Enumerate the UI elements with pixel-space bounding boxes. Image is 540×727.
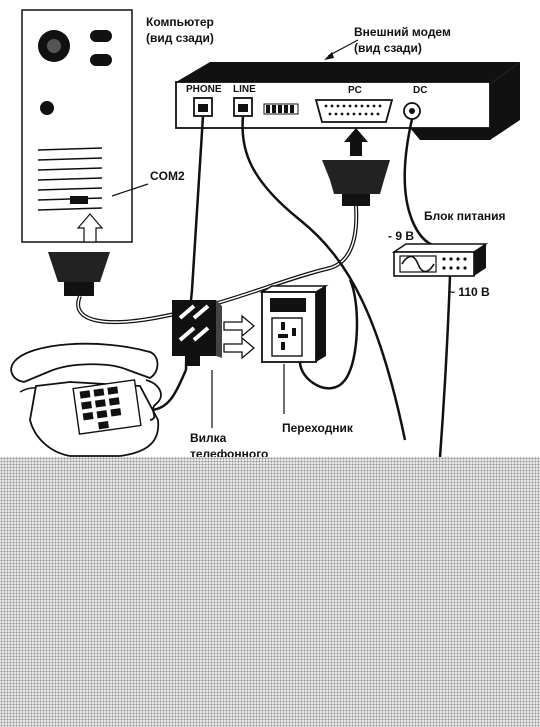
computer-label-line1: Компьютер xyxy=(146,15,214,29)
computer-label-line2: (вид сзади) xyxy=(146,31,214,45)
pc-cable-connector xyxy=(322,160,390,206)
phone-jack-icon xyxy=(193,97,213,117)
plug-arrows xyxy=(223,314,256,360)
voltage-ac-label: ~ 110 В xyxy=(448,285,490,299)
power-switch-icon xyxy=(40,101,54,115)
phone-adapter xyxy=(259,285,329,363)
com2-label: COM2 xyxy=(150,169,185,183)
modem-label-line2: (вид сзади) xyxy=(354,41,422,55)
modem-pointer xyxy=(327,39,359,57)
telephone-icon xyxy=(10,342,162,457)
modem-label-line1: Внешний модем xyxy=(354,25,451,39)
dotted-overlay xyxy=(0,457,540,727)
vent-icon xyxy=(90,30,112,42)
ac-cord xyxy=(438,275,452,458)
dc-jack-icon xyxy=(403,102,421,120)
telephone-cord xyxy=(151,369,188,412)
line-jack-icon xyxy=(233,97,253,117)
computer-rear-panel xyxy=(21,9,133,243)
com2-pointer xyxy=(111,183,149,197)
sine-wave-icon xyxy=(401,255,435,273)
phone-port-label: PHONE xyxy=(186,84,222,95)
pc-arrow xyxy=(344,128,368,156)
dc-port-label: DC xyxy=(413,85,427,96)
voltage-dc-label: - 9 В xyxy=(388,229,414,243)
com2-port xyxy=(70,196,88,204)
pc-port-label: PC xyxy=(348,85,362,96)
power-supply xyxy=(391,243,489,277)
adapter-label: Переходник xyxy=(282,421,354,435)
adapter-cable xyxy=(298,279,359,390)
dip-switch-icon xyxy=(263,103,299,115)
plug-label-line1: Вилка xyxy=(190,431,227,445)
pc-port-icon xyxy=(314,99,394,123)
power-supply-label: Блок питания xyxy=(424,209,506,223)
external-modem xyxy=(175,62,520,140)
com2-arrow xyxy=(76,213,104,243)
line-port-label: LINE xyxy=(233,84,256,95)
phone-plug xyxy=(172,300,222,366)
line-cable xyxy=(241,115,407,441)
com2-cable-connector xyxy=(48,252,110,296)
